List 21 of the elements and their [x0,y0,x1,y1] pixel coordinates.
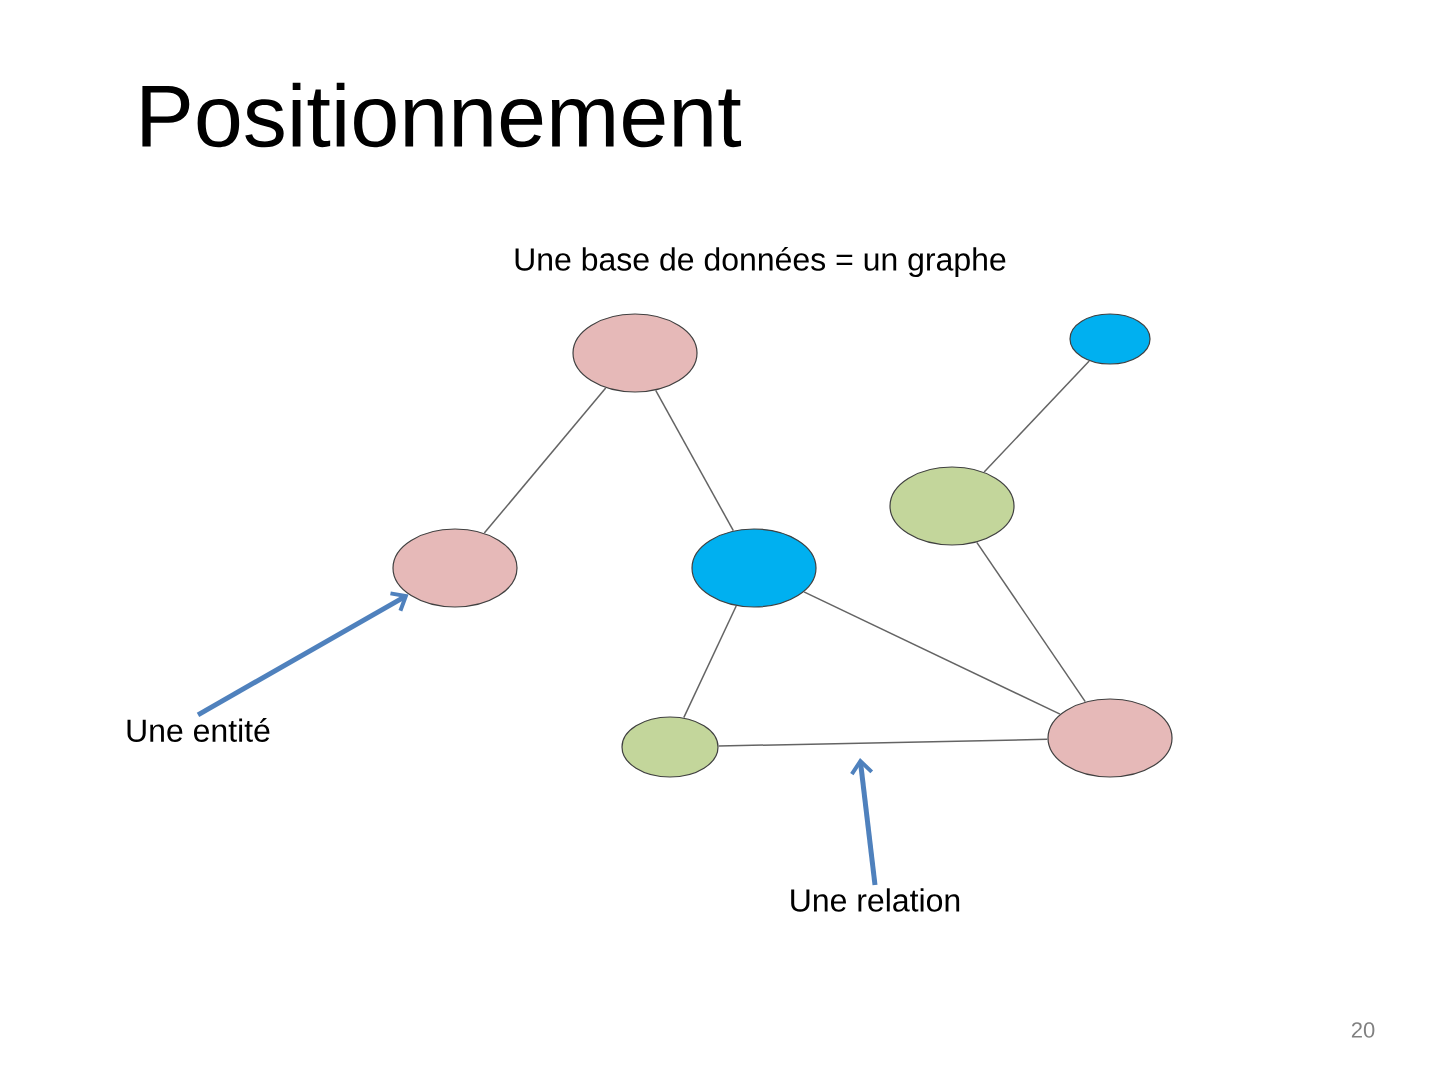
entity-ellipse [889,466,1015,546]
relation-line [683,605,737,719]
leader-arrow [850,758,878,886]
callout-text: Une entité [127,718,270,742]
entity-ellipse [392,528,518,608]
relation-line [803,591,1061,715]
relation-line [654,389,735,532]
leader-arrow [196,591,409,718]
slide-title: Positionnement [142,82,742,148]
relation-line [717,738,1049,747]
page-number: 20 [1351,1022,1375,1038]
relation-line [483,387,607,534]
callout-text: Une relation [791,888,960,912]
entity-ellipse [1069,313,1151,365]
entity-ellipse [621,716,719,778]
diagram-caption: Une base de données = un graphe [515,246,1006,278]
entity-ellipse [1047,698,1173,778]
relation-line [976,541,1086,703]
entity-ellipse [572,313,698,393]
entity-ellipse [691,528,817,608]
relation-line [983,360,1090,473]
